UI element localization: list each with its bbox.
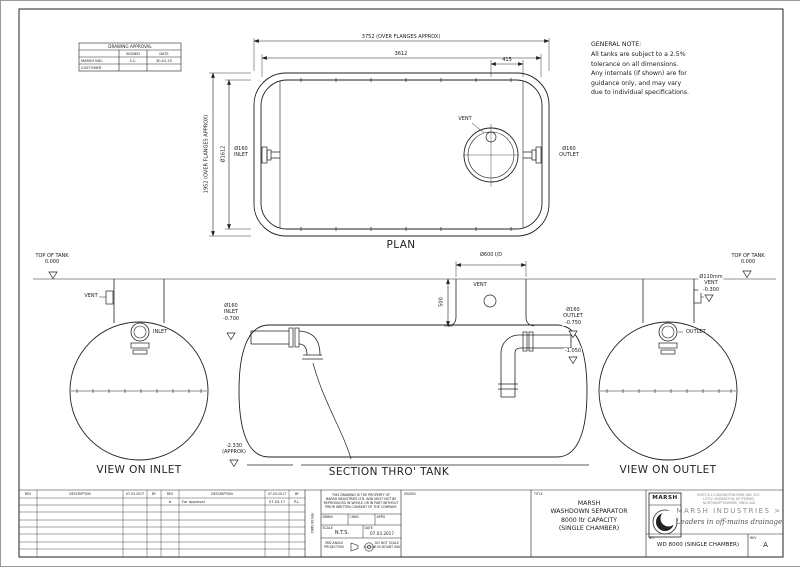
drawing-number: WD 8000 (SINGLE CHAMBER) bbox=[656, 542, 740, 548]
plan-caption: PLAN bbox=[386, 239, 416, 251]
section-invert-label: -1.050 bbox=[563, 348, 583, 355]
general-note-body: All tanks are subject to a 2.5% toleranc… bbox=[591, 51, 690, 97]
inlet-vent-label: VENT bbox=[84, 293, 98, 299]
plan-outlet-label: Ø160 OUTLET bbox=[558, 146, 580, 159]
approval-col-signed: SIGNED bbox=[126, 51, 140, 56]
approval-row-customer: CUSTOMER bbox=[81, 65, 102, 70]
date-label: DATE bbox=[364, 526, 373, 530]
inlet-view-caption: VIEW ON INLET bbox=[96, 464, 182, 476]
desc-header-2: DESCRIPTION bbox=[211, 492, 233, 496]
marsh-logo-wordmark: MARSH bbox=[652, 495, 678, 501]
date-value: 07.03.2017 bbox=[370, 530, 394, 536]
general-note-title: GENERAL NOTE: bbox=[591, 41, 642, 48]
approval-title: DRAWING APPROVAL bbox=[108, 44, 152, 49]
rev-entry-date: 07.03.17 bbox=[268, 499, 286, 504]
plan-dim-diameter: Ø1612 bbox=[220, 145, 227, 163]
do-not-scale-label: DO NOT SCALE IF IN DOUBT ASK bbox=[373, 541, 401, 549]
inlet-port-label: INLET bbox=[153, 329, 168, 335]
company-tagline: Leaders in off-mains drainage bbox=[675, 518, 783, 526]
section-dimensions bbox=[444, 261, 527, 327]
approval-row-marsh: MARSH IND. bbox=[81, 58, 103, 63]
plan-dim-vent-offset: 415 bbox=[502, 57, 512, 63]
plan-inlet-label: Ø160 INLET bbox=[232, 146, 250, 159]
section-caption: SECTION THRO' TANK bbox=[328, 466, 450, 478]
copyright-note: THIS DRAWING IS THE PROPERTY OF MARSH IN… bbox=[323, 493, 399, 509]
plan-dim-over-flanges-length: 3752 (OVER FLANGES APPROX) bbox=[361, 34, 441, 40]
approval-col-date: DATE bbox=[159, 51, 169, 56]
chkd-label: CHKD bbox=[349, 515, 359, 519]
outlet-port-label: OUTLET bbox=[686, 329, 706, 335]
title-label: TITLE bbox=[534, 492, 543, 496]
section-inlet-label: Ø160 INLET -0.700 bbox=[221, 303, 241, 322]
section-neck-dim: 500 bbox=[438, 297, 445, 307]
by-header-2: BY bbox=[295, 492, 299, 496]
plan-dim-over-flanges-height: 1952 (OVER FLANGES APPROX) bbox=[203, 114, 210, 194]
rev-label: REV bbox=[750, 535, 757, 540]
approval-date-value: 30.01.25 bbox=[155, 58, 173, 63]
plan-vent-label: VENT bbox=[458, 116, 472, 122]
section-bottom-label: -2.330 (APPROX) bbox=[221, 443, 247, 456]
plan-dim-length: 3612 bbox=[394, 51, 408, 57]
outlet-view-geometry bbox=[598, 270, 752, 461]
dims-note: DIMS IN mm bbox=[310, 513, 315, 533]
approval-signed-value: S.C. bbox=[129, 58, 137, 63]
rev-header-1: REV bbox=[24, 492, 32, 496]
title-block-grid bbox=[19, 489, 783, 557]
desc-header-1: DESCRIPTION bbox=[69, 492, 91, 496]
section-outlet-label: Ø160 OUTLET -0.750 bbox=[562, 307, 584, 326]
drawing-no-label: NO. bbox=[649, 535, 655, 540]
projection-label: 3RD ANGLE PROJECTION bbox=[324, 541, 344, 549]
rev-entry-rev: A bbox=[168, 499, 172, 504]
by-header-1: BY bbox=[152, 492, 156, 496]
company-name: MARSH INDUSTRIES > bbox=[676, 507, 782, 515]
section-vent-label: VENT bbox=[473, 282, 487, 288]
drwn-label: DRWN bbox=[322, 515, 333, 519]
section-geometry bbox=[226, 279, 589, 468]
date-header-1: 07.03.2017 bbox=[125, 492, 145, 496]
section-manway-dim: Ø600 I/D bbox=[478, 252, 504, 259]
plan-dimensions bbox=[209, 38, 550, 237]
rev-entry-by: P.L. bbox=[294, 499, 300, 504]
rev-entry-desc: For Approval bbox=[182, 499, 205, 504]
outlet-view-caption: VIEW ON OUTLET bbox=[619, 464, 717, 476]
company-address: UNITS 8-13 ADDINGTON PARK IND. EST., LIT… bbox=[696, 493, 762, 505]
appd-label: APPD bbox=[376, 515, 385, 519]
plan-view-geometry bbox=[253, 72, 550, 237]
rev-value: A bbox=[763, 541, 768, 549]
scale-value: N.T.S. bbox=[334, 530, 350, 536]
issued-label: ISSUED bbox=[404, 492, 416, 496]
outlet-datum-label: TOP OF TANK 0.000 bbox=[731, 253, 765, 266]
outlet-vent-label: Ø110mm VENT -0.300 bbox=[698, 274, 724, 293]
drawing-title: MARSH WASHDOWN SEPARATOR 8000 ltr CAPACI… bbox=[550, 500, 628, 533]
inlet-view-geometry bbox=[48, 271, 209, 461]
rev-header-2: REV bbox=[166, 492, 174, 496]
approval-table-grid bbox=[78, 42, 182, 72]
date-header-2: 07.03.2017 bbox=[267, 492, 287, 496]
scale-label: SCALE bbox=[322, 526, 333, 530]
inlet-datum-label: TOP OF TANK 0.000 bbox=[35, 253, 69, 266]
